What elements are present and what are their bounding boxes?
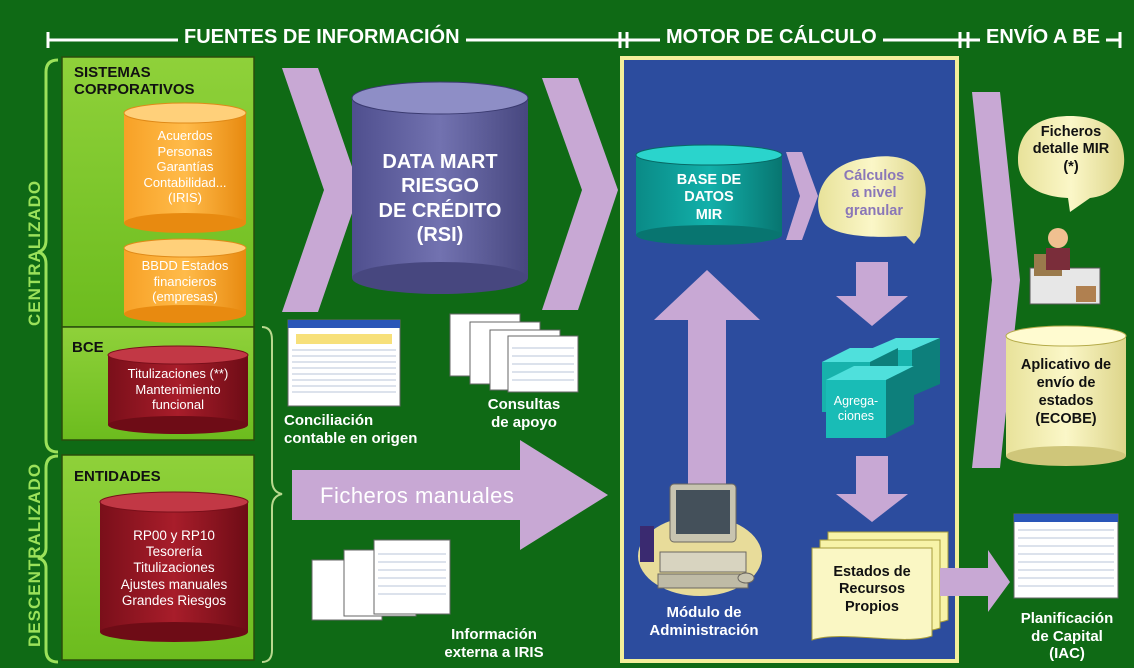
text-datamart: DATA MART RIESGO DE CRÉDITO (RSI) xyxy=(378,151,502,247)
text-ecobe: Aplicativo de envío de estados (ECOBE) xyxy=(1020,357,1112,428)
title-sistemas: SISTEMAS CORPORATIVOS xyxy=(74,64,195,99)
text-bce: Titulizaciones (**) Mantenimiento funcio… xyxy=(127,366,229,413)
title-bce: BCE xyxy=(72,339,104,356)
text-ficheros-detalle: Ficheros detalle MIR (*) xyxy=(1032,124,1110,175)
caption-conciliacion: Conciliación contable en origen xyxy=(284,412,418,447)
sheet-info-externa xyxy=(311,539,451,621)
arrow-iac xyxy=(940,550,1010,612)
text-agregaciones: Agrega- ciones xyxy=(833,394,879,423)
header-envio: ENVÍO A BE xyxy=(980,26,1107,49)
chevron-calculos xyxy=(786,152,818,240)
caption-info-externa: Información externa a IRIS xyxy=(444,626,544,661)
chevron-1 xyxy=(282,68,360,312)
callout-calculos xyxy=(818,156,926,244)
text-modulo: Módulo de Administración xyxy=(649,604,759,639)
cyl-datamart xyxy=(351,81,529,294)
header-motor: MOTOR DE CÁLCULO xyxy=(660,26,883,49)
label-ficheros-manuales: Ficheros manuales xyxy=(320,483,515,508)
text-estados: Estados de Recursos Propios xyxy=(833,564,911,615)
arrow-ficheros xyxy=(292,440,608,550)
bracket-descentralizado xyxy=(37,454,59,664)
brace-right xyxy=(261,326,283,663)
text-entidades: RP00 y RP10 Tesorería Titulizaciones Aju… xyxy=(120,528,228,608)
callout-ficheros xyxy=(1018,116,1125,212)
text-planificacion: Planificación de Capital (IAC) xyxy=(1020,610,1114,663)
cyl-acuerdos xyxy=(123,102,247,233)
arrow-up-modulo xyxy=(654,270,760,488)
chevron-2 xyxy=(542,78,618,310)
text-acuerdos: Acuerdos Personas Garantías Contabilidad… xyxy=(143,128,227,206)
label-descentralizado: DESCENTRALIZADO xyxy=(25,462,44,647)
title-entidades: ENTIDADES xyxy=(74,468,161,485)
sheet-iac xyxy=(1013,513,1119,599)
cyl-ecobe xyxy=(1005,325,1127,466)
caption-consultas: Consultas de apoyo xyxy=(487,396,561,431)
docs-estados xyxy=(811,531,949,641)
cyl-entidades xyxy=(99,491,249,642)
bracket-centralizado xyxy=(37,58,59,454)
cyl-bce xyxy=(107,345,249,434)
text-base-datos: BASE DE DATOS MIR xyxy=(676,172,742,223)
cyl-bbdd xyxy=(123,238,247,323)
label-centralizado: CENTRALIZADO xyxy=(25,179,44,326)
computer-icon xyxy=(638,483,762,596)
sheet-conciliacion xyxy=(287,319,401,407)
text-calculos: Cálculos a nivel granular xyxy=(843,168,905,219)
text-bbdd: BBDD Estados financieros (empresas) xyxy=(141,258,229,305)
header-fuentes: FUENTES DE INFORMACIÓN xyxy=(178,26,466,49)
cyl-base-datos xyxy=(635,144,783,245)
sheet-consultas xyxy=(449,313,579,393)
cubes-agregaciones xyxy=(822,338,940,438)
person-icon xyxy=(1029,228,1101,305)
arrow-down-2 xyxy=(836,456,908,522)
arrow-down-1 xyxy=(836,262,908,326)
